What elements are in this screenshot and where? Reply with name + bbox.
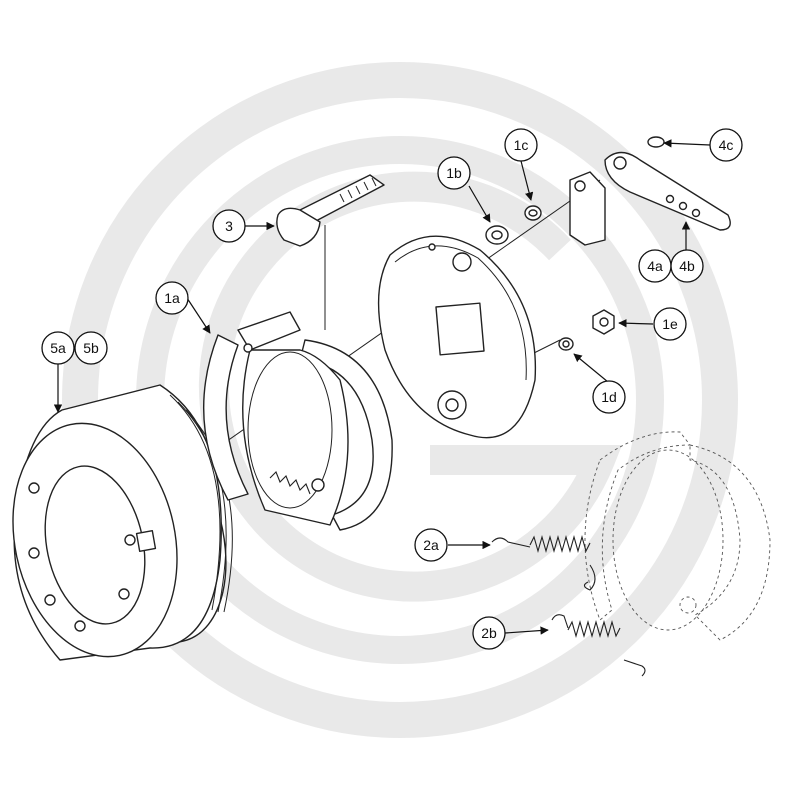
svg-text:4b: 4b (679, 258, 695, 274)
washer-1b (485, 225, 509, 245)
svg-text:1d: 1d (601, 389, 617, 405)
brake-drum (12, 384, 233, 661)
callout-4a: 4a (638, 249, 672, 283)
spring-2a (491, 534, 596, 591)
callout-1d: 1d (592, 380, 626, 414)
clevis (569, 171, 606, 246)
ghost-shoe-outline (584, 431, 771, 641)
leader-lines (53, 139, 711, 635)
callout-5a: 5a (41, 331, 75, 365)
svg-text:1b: 1b (446, 165, 462, 181)
svg-text:3: 3 (225, 218, 233, 234)
svg-text:5a: 5a (50, 340, 66, 356)
shoe-spring (269, 471, 311, 495)
svg-text:2b: 2b (481, 625, 497, 641)
svg-text:1e: 1e (662, 316, 678, 332)
spring-2b (551, 614, 646, 677)
callout-1b: 1b (437, 156, 471, 190)
cam-shaft (276, 174, 385, 247)
backing-plate (377, 235, 537, 439)
nut-1e (592, 309, 615, 335)
svg-text:4a: 4a (647, 258, 663, 274)
svg-text:5b: 5b (83, 340, 99, 356)
callout-3: 3 (212, 209, 246, 243)
callout-1a: 1a (155, 281, 189, 315)
svg-text:1a: 1a (164, 290, 180, 306)
brake-shoes (202, 311, 393, 531)
svg-text:4c: 4c (719, 137, 734, 153)
callout-1e: 1e (653, 307, 687, 341)
callout-2b: 2b (472, 616, 506, 650)
callout-5b: 5b (74, 331, 108, 365)
callout-4c: 4c (709, 128, 743, 162)
washer-1c (524, 205, 542, 221)
svg-text:1c: 1c (514, 137, 529, 153)
callout-2a: 2a (414, 528, 448, 562)
washer-1d (558, 337, 574, 351)
clip-4c (647, 136, 665, 148)
callout-1c: 1c (504, 128, 538, 162)
brake-lever (604, 151, 731, 231)
callout-4b: 4b (670, 249, 704, 283)
svg-text:2a: 2a (423, 537, 439, 553)
